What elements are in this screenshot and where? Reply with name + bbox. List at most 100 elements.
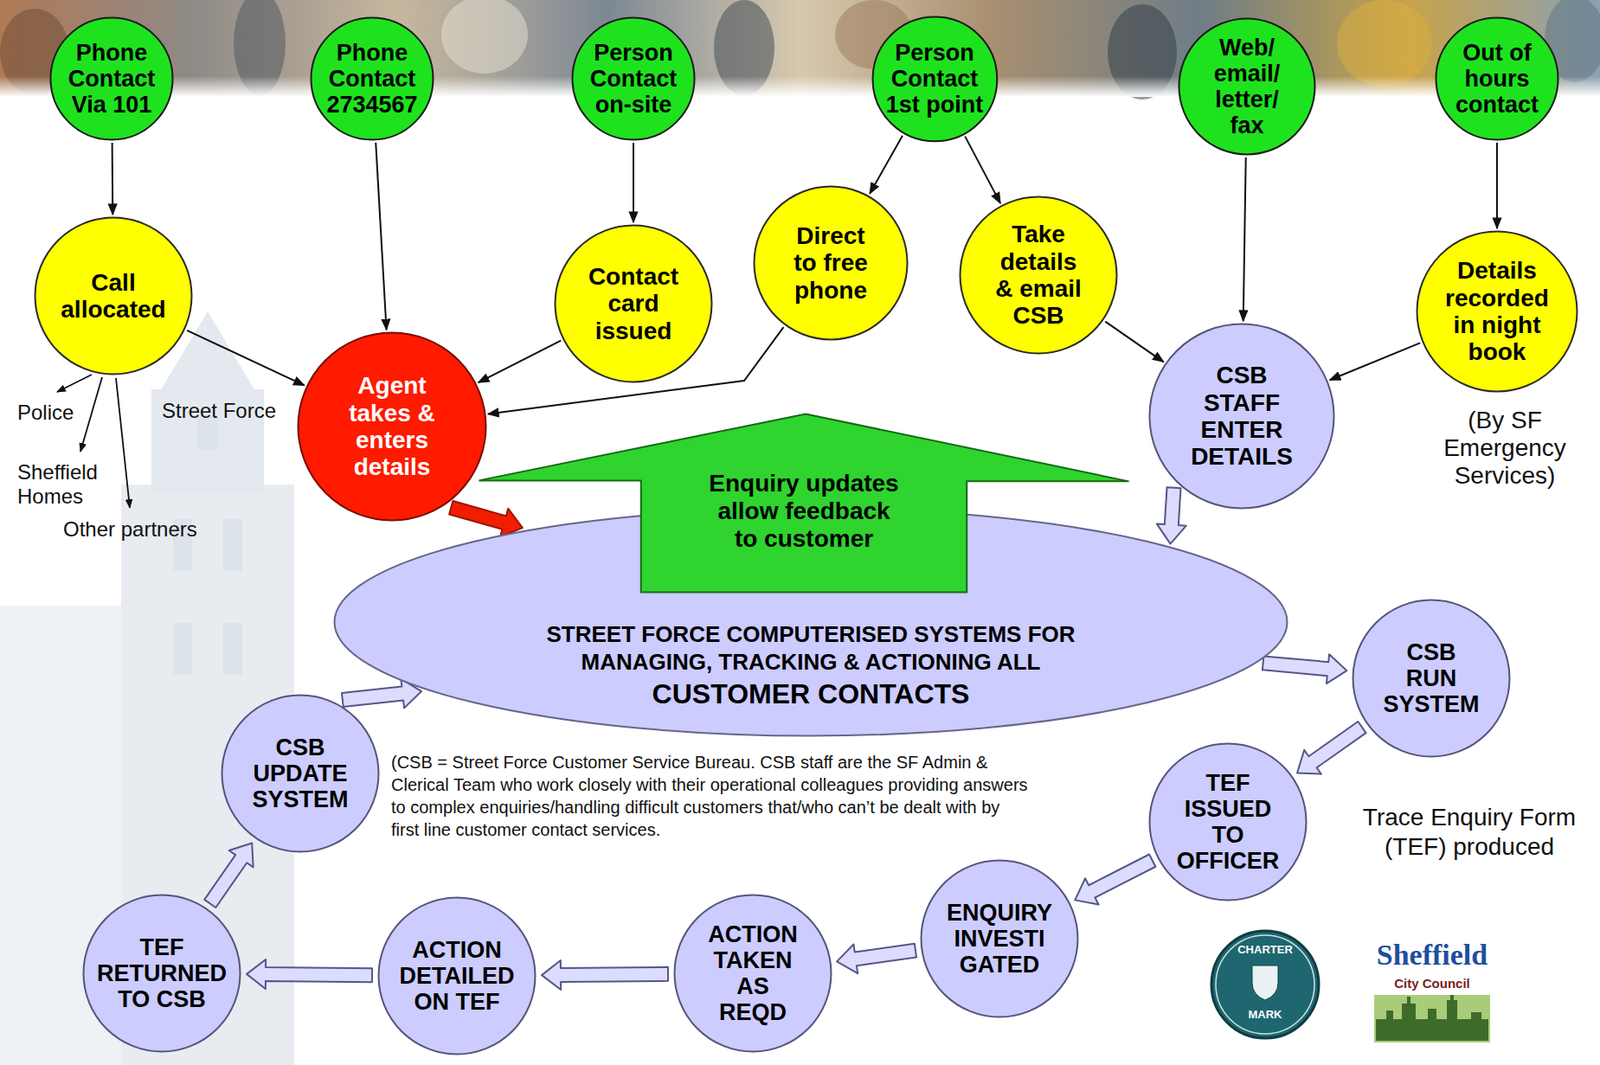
contact-channel-circle: Person Contact 1st point (871, 15, 999, 143)
node-text: ACTION TAKEN AS REQD (703, 921, 804, 1027)
note-label: (By SF Emergency Services) (1431, 406, 1579, 491)
node-text-stack: Details recorded in night book (1415, 230, 1579, 393)
note-label: Trace Enquiry Form (TEF) produced (1348, 803, 1591, 862)
flow-arrow (111, 142, 115, 215)
flow-arrow (1330, 342, 1421, 380)
flow-arrow (478, 340, 561, 384)
partner-label: Sheffield Homes (17, 460, 113, 508)
process-cycle-circle-shape (1150, 744, 1307, 901)
node-text-stack: TEF RETURNED TO CSB (82, 893, 242, 1054)
partner-label: Police (17, 400, 74, 425)
node-text-stack: ENQUIRY INVESTI GATED (919, 859, 1080, 1019)
process-cycle-circle-shape (222, 695, 380, 853)
block-arrow (449, 501, 523, 537)
process-cycle-circle: TEF ISSUED TO OFFICER (1148, 742, 1308, 902)
block-arrow (1297, 721, 1367, 775)
process-cycle-circle: CSB RUN SYSTEM (1351, 598, 1511, 759)
contact-channel-circle: Phone Contact 2734567 (309, 16, 435, 142)
routing-step-circle-shape (754, 186, 908, 341)
flow-arrow (632, 142, 635, 223)
node-text-stack: Enquiry updates allow feedback to custom… (477, 412, 1131, 594)
block-arrow (204, 843, 253, 908)
node-text: Take details & email CSB (991, 220, 1086, 329)
block-arrow (1156, 487, 1187, 544)
routing-step-circle: Take details & email CSB (958, 195, 1119, 355)
routing-step-circle: Direct to free phone (752, 185, 909, 341)
node-text: Contact card issued (581, 263, 686, 345)
routing-step-circle-shape (35, 218, 193, 375)
photo-fade (0, 76, 1600, 97)
process-cycle-circle-shape (1353, 600, 1511, 758)
node-text: Enquiry updates allow feedback to custom… (706, 469, 903, 554)
node-text: CUSTOMER CONTACTS (551, 676, 1071, 712)
node-text-stack: Out of hours contact (1434, 16, 1560, 142)
partner-label: Street Force (161, 398, 277, 424)
flow-arrow (1243, 157, 1247, 322)
agent-circle: Agent takes & enters details (296, 331, 488, 522)
routing-step-circle: Details recorded in night book (1415, 230, 1579, 393)
block-arrow (246, 959, 373, 990)
seal-text: MARK (1221, 1008, 1309, 1022)
process-cycle-circle: ACTION DETAILED ON TEF (377, 896, 537, 1056)
node-text: Phone Contact 2734567 (323, 39, 421, 119)
node-text: Agent takes & enters details (340, 372, 444, 481)
node-text-stack: Phone Contact Via 101 (49, 16, 174, 142)
node-text-stack: Contact card issued (553, 224, 714, 384)
node-text-stack: Agent takes & enters details (296, 331, 488, 522)
routing-step-circle: Contact card issued (553, 224, 714, 384)
contact-channel-circle: Phone Contact Via 101 (49, 16, 174, 142)
node-text-stack: CSB STAFF ENTER DETAILS (1148, 322, 1336, 510)
process-cycle-circle: CSB UPDATE SYSTEM (220, 693, 380, 854)
node-text: CSB STAFF ENTER DETAILS (1188, 361, 1297, 470)
process-cycle-circle-shape (674, 895, 832, 1053)
process-cycle-circle: TEF RETURNED TO CSB (82, 893, 242, 1054)
block-arrow (836, 944, 917, 974)
photo-figures (0, 0, 1600, 100)
flow-arrow (1105, 321, 1164, 363)
node-text-stack: ACTION DETAILED ON TEF (377, 896, 537, 1056)
node-text-stack: Phone Contact 2734567 (309, 16, 435, 142)
node-text-stack: TEF ISSUED TO OFFICER (1148, 742, 1308, 902)
logo-subtitle: City Council (1358, 976, 1506, 991)
node-text: STREET FORCE COMPUTERISED SYSTEMS FOR MA… (512, 620, 1110, 677)
contact-channel-circle-shape (572, 18, 695, 141)
contact-channel-circle-shape (872, 16, 997, 142)
routing-step-circle: Call allocated (33, 216, 193, 376)
block-arrow (1262, 654, 1348, 684)
node-text: TEF ISSUED TO OFFICER (1171, 770, 1285, 875)
block-arrow (541, 960, 669, 990)
routing-step-circle-shape (960, 197, 1118, 354)
glossary-note: (CSB = Street Force Customer Service Bur… (391, 751, 1032, 842)
city-council-skyline (1374, 995, 1491, 1043)
flow-arrow (186, 330, 304, 386)
feedback-arrow: Enquiry updates allow feedback to custom… (477, 412, 1131, 594)
contact-channel-circle: Out of hours contact (1434, 16, 1560, 142)
feedback-arrow-shape (479, 414, 1130, 593)
contact-channel-circle: Person Contact on-site (571, 16, 696, 142)
node-text-stack: Take details & email CSB (958, 195, 1119, 355)
agent-circle-shape (298, 333, 487, 521)
node-text-stack: Direct to free phone (752, 185, 909, 341)
node-text-stack: CSB RUN SYSTEM (1351, 598, 1511, 759)
node-text: Phone Contact Via 101 (64, 39, 160, 119)
node-text: Web/ email/ letter/ fax (1203, 34, 1291, 140)
contact-channel-circle-shape (1179, 19, 1316, 155)
csb-entry-circle-shape (1150, 324, 1335, 509)
logo-wordmark: Sheffield (1358, 938, 1506, 972)
process-cycle-circle: ACTION TAKEN AS REQD (673, 893, 833, 1054)
process-cycle-circle: ENQUIRY INVESTI GATED (919, 859, 1080, 1019)
seal-text: CHARTER (1221, 944, 1309, 958)
contact-channel-circle-shape (311, 18, 434, 141)
node-text: Details recorded in night book (1443, 257, 1552, 366)
routing-step-circle-shape (555, 225, 713, 383)
node-text: Out of hours contact (1449, 39, 1545, 119)
process-cycle-circle-shape (83, 895, 241, 1053)
node-text: Person Contact on-site (585, 39, 682, 119)
flow-arrow (1496, 142, 1498, 229)
contact-channel-circle-shape (1436, 18, 1559, 141)
node-text-stack: Web/ email/ letter/ fax (1177, 17, 1317, 156)
charter-mark-seal (1211, 931, 1319, 1039)
node-text-stack: CSB UPDATE SYSTEM (220, 693, 380, 854)
connectors (112, 135, 1498, 990)
